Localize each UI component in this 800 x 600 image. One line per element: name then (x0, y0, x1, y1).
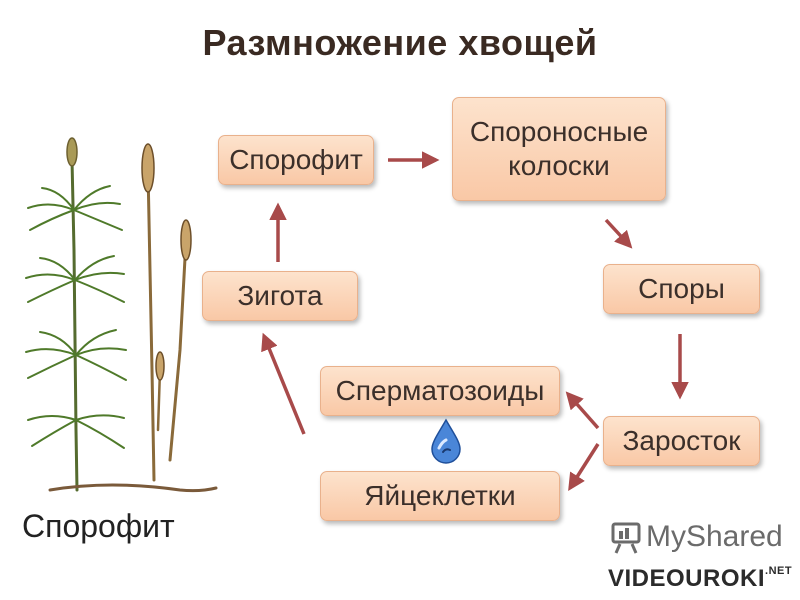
myshared-text: MyShared (646, 520, 783, 553)
arrow-prothallus-to-sperm (565, 391, 600, 430)
videouroki-watermark: VIDEOUROKI.NET (608, 565, 792, 593)
videouroki-suffix: .NET (765, 565, 793, 577)
myshared-watermark: MyShared (610, 520, 783, 554)
node-spore-spikes: Спороносные колоски (452, 97, 666, 201)
arrow-prothallus-to-eggs (568, 443, 600, 491)
node-prothallus: Заросток (603, 416, 760, 466)
diagram-title: Размножение хвощей (202, 22, 598, 63)
videouroki-text: VIDEOUROKI (608, 565, 766, 592)
arrow-cycle-to-zygote (261, 332, 306, 435)
node-eggs: Яйцеклетки (320, 471, 560, 521)
plant-caption: Спорофит (22, 508, 175, 544)
node-zygote: Зигота (202, 271, 358, 321)
node-spores: Споры (603, 264, 760, 314)
node-sperm: Сперматозоиды (320, 366, 560, 416)
arrow-spikes-to-spores (604, 218, 633, 249)
node-sporophyte: Спорофит (218, 135, 374, 185)
presentation-board-icon (611, 522, 641, 554)
horsetail-plant-illustration (25, 137, 218, 493)
water-drop-icon (431, 418, 461, 464)
